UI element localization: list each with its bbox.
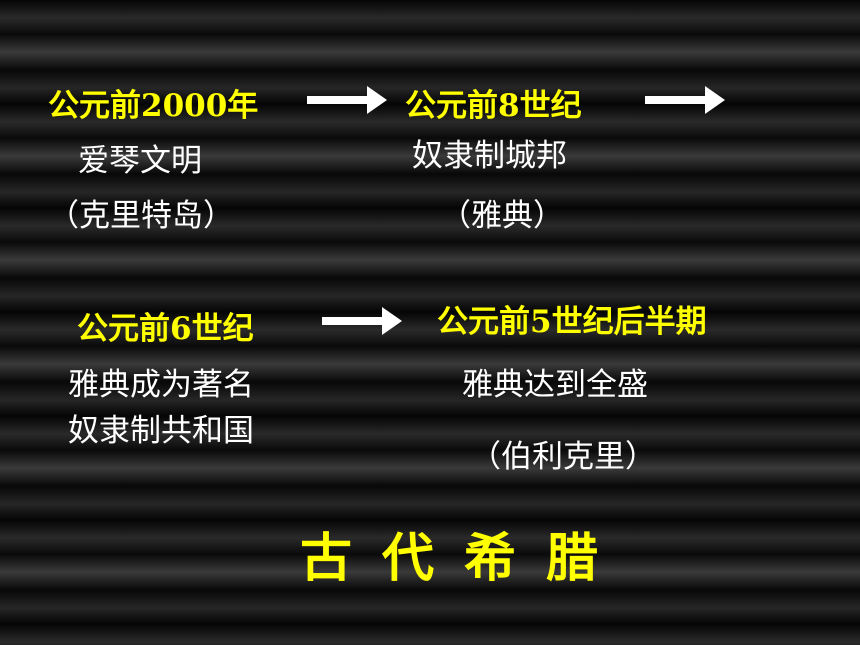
stage-3-description: 雅典成为著名 bbox=[68, 367, 254, 403]
stage-2-description: 奴隶制城邦 bbox=[412, 138, 567, 174]
stage-3-description-line2: 奴隶制共和国 bbox=[68, 413, 254, 449]
stage-1-description: 爱琴文明 bbox=[78, 143, 202, 179]
stage-4-person: （伯利克里） bbox=[470, 439, 656, 475]
stage-2-location: （雅典） bbox=[440, 198, 564, 234]
stage-4-date: 公元前5世纪后半期 bbox=[437, 304, 707, 340]
slide-title: 古代希腊 bbox=[300, 529, 629, 589]
stage-4-description: 雅典达到全盛 bbox=[462, 367, 648, 403]
arrow-right-icon bbox=[322, 307, 402, 335]
arrow-right-icon bbox=[645, 86, 725, 114]
stage-1-date: 公元前2000年 bbox=[48, 88, 259, 124]
arrow-right-icon bbox=[307, 86, 387, 114]
stage-1-location: （克里特岛） bbox=[48, 198, 234, 234]
stage-3-date: 公元前6世纪 bbox=[77, 311, 254, 347]
stage-2-date: 公元前8世纪 bbox=[405, 88, 582, 124]
